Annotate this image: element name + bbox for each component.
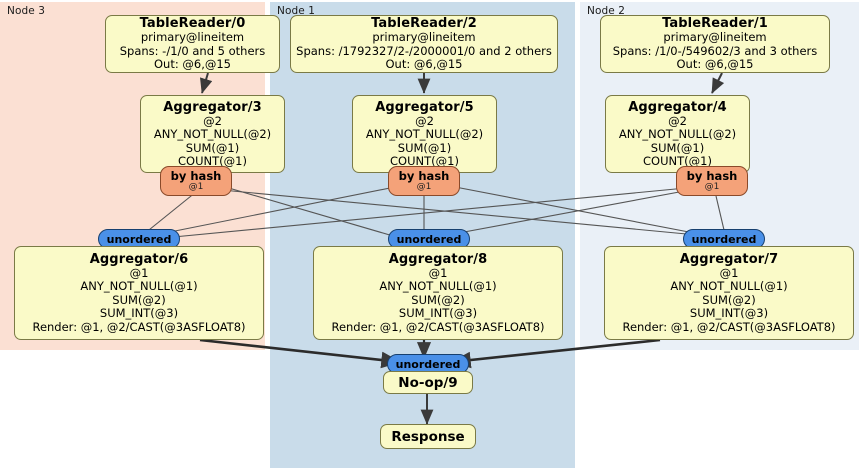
node-agg-1: ANY_NOT_NULL(@2) [618, 127, 737, 142]
node-agg-2: SUM(@2) [112, 292, 166, 307]
table-reader-1[interactable]: TableReader/1 primary@lineitem Spans: /1… [600, 15, 830, 73]
response-node[interactable]: Response [380, 424, 476, 449]
node-agg-1: ANY_NOT_NULL(@1) [379, 279, 497, 294]
node-agg-2: SUM(@1) [185, 140, 240, 155]
node-spans: Spans: -/1/0 and 5 others [119, 43, 266, 58]
panel-label-node-1: Node 1 [277, 5, 316, 17]
node-out: Out: @6,@15 [676, 57, 754, 72]
node-group: @1 [129, 265, 149, 280]
node-render: Render: @1, @2/CAST(@3ASFLOAT8) [622, 319, 836, 334]
node-title: Aggregator/6 [89, 251, 189, 267]
table-reader-0[interactable]: TableReader/0 primary@lineitem Spans: -/… [105, 15, 280, 73]
no-op-label: No-op/9 [398, 374, 458, 391]
panel-label-node-2: Node 2 [587, 5, 626, 17]
node-agg-2: SUM(@1) [397, 140, 452, 155]
aggregator-4[interactable]: Aggregator/4 @2 ANY_NOT_NULL(@2) SUM(@1)… [605, 95, 750, 173]
node-title: Aggregator/8 [388, 251, 488, 267]
node-spans: Spans: /1792327/2-/2000001/0 and 2 other… [296, 43, 552, 58]
aggregator-6[interactable]: Aggregator/6 @1 ANY_NOT_NULL(@1) SUM(@2)… [14, 246, 264, 340]
node-agg-1: ANY_NOT_NULL(@1) [670, 279, 788, 294]
node-agg-3: COUNT(@1) [390, 153, 459, 168]
router-columns: @1 [704, 181, 720, 192]
receiver-unordered-final[interactable]: unordered [387, 354, 469, 374]
node-group: @2 [415, 113, 434, 128]
node-group: @1 [428, 265, 448, 280]
node-group: @2 [203, 113, 222, 128]
receiver-label: unordered [106, 232, 172, 246]
router-label: by hash [398, 168, 450, 183]
node-agg-1: ANY_NOT_NULL(@1) [80, 279, 198, 294]
router-by-hash-left[interactable]: by hash @1 [160, 166, 232, 196]
node-title: Aggregator/4 [628, 99, 727, 115]
aggregator-5[interactable]: Aggregator/5 @2 ANY_NOT_NULL(@2) SUM(@1)… [352, 95, 497, 173]
node-agg-2: SUM(@1) [650, 140, 705, 155]
router-by-hash-center[interactable]: by hash @1 [388, 166, 460, 196]
node-title: Aggregator/3 [163, 99, 262, 115]
node-title: TableReader/0 [139, 16, 246, 32]
node-agg-2: SUM(@2) [702, 292, 756, 307]
router-label: by hash [170, 168, 222, 183]
receiver-label: unordered [396, 232, 462, 246]
node-group: @2 [668, 113, 687, 128]
node-title: Aggregator/5 [375, 99, 474, 115]
node-title: TableReader/1 [662, 16, 768, 32]
node-group: @1 [719, 265, 739, 280]
receiver-unordered-center[interactable]: unordered [388, 229, 470, 249]
aggregator-3[interactable]: Aggregator/3 @2 ANY_NOT_NULL(@2) SUM(@1)… [140, 95, 285, 173]
response-label: Response [391, 428, 465, 445]
node-title: TableReader/2 [371, 16, 477, 32]
node-agg-1: ANY_NOT_NULL(@2) [153, 127, 272, 142]
node-out: Out: @6,@15 [385, 57, 463, 72]
node-agg-1: ANY_NOT_NULL(@2) [365, 127, 484, 142]
node-out: Out: @6,@15 [154, 57, 231, 72]
router-by-hash-right[interactable]: by hash @1 [676, 166, 748, 196]
no-op-node[interactable]: No-op/9 [383, 371, 473, 394]
receiver-label: unordered [691, 232, 757, 246]
node-table: primary@lineitem [663, 30, 767, 45]
node-spans: Spans: /1/0-/549602/3 and 3 others [612, 43, 818, 58]
router-columns: @1 [416, 181, 432, 192]
router-label: by hash [686, 168, 738, 183]
receiver-label: unordered [395, 357, 461, 371]
node-render: Render: @1, @2/CAST(@3ASFLOAT8) [32, 319, 246, 334]
node-table: primary@lineitem [140, 30, 245, 45]
node-agg-3: SUM_INT(@3) [398, 306, 478, 321]
router-columns: @1 [188, 181, 204, 192]
node-agg-3: COUNT(@1) [643, 153, 712, 168]
aggregator-7[interactable]: Aggregator/7 @1 ANY_NOT_NULL(@1) SUM(@2)… [604, 246, 854, 340]
node-agg-3: SUM_INT(@3) [689, 306, 769, 321]
node-table: primary@lineitem [372, 30, 476, 45]
aggregator-8[interactable]: Aggregator/8 @1 ANY_NOT_NULL(@1) SUM(@2)… [313, 246, 563, 340]
table-reader-2[interactable]: TableReader/2 primary@lineitem Spans: /1… [290, 15, 558, 73]
node-render: Render: @1, @2/CAST(@3ASFLOAT8) [331, 319, 545, 334]
panel-label-node-3: Node 3 [7, 5, 46, 17]
node-agg-2: SUM(@2) [411, 292, 465, 307]
node-title: Aggregator/7 [679, 251, 779, 267]
node-agg-3: COUNT(@1) [178, 153, 247, 168]
receiver-unordered-left[interactable]: unordered [98, 229, 180, 249]
node-agg-3: SUM_INT(@3) [99, 306, 179, 321]
